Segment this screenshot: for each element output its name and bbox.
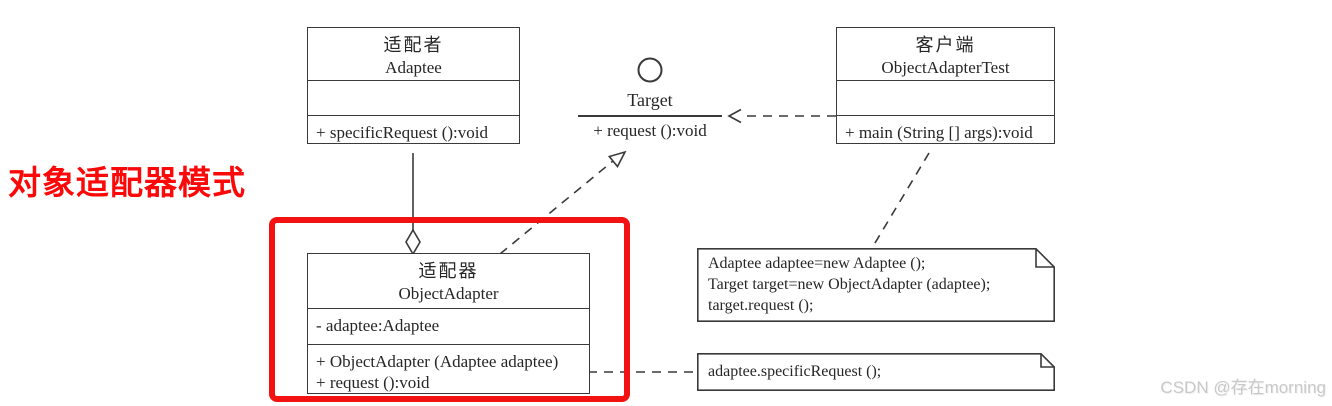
note-client-code: Adaptee adaptee=new Adaptee (); Target t… bbox=[697, 248, 1056, 322]
interface-target-method: + request ():void bbox=[593, 121, 707, 140]
method-label: + main (String [] args):void bbox=[845, 123, 1033, 142]
dependency-arrow bbox=[727, 108, 836, 124]
method-label: + specificRequest ():void bbox=[316, 123, 488, 142]
note-adapter-code: adaptee.specificRequest (); bbox=[697, 353, 1056, 392]
class-adaptee-title: 适配者 Adaptee bbox=[308, 28, 519, 81]
highlight-rectangle bbox=[269, 217, 630, 402]
class-object-adapter: 适配器 ObjectAdapter - adaptee:Adaptee + Ob… bbox=[307, 253, 590, 394]
class-object-adapter-name-en: ObjectAdapter bbox=[398, 284, 499, 303]
class-client-name-en: ObjectAdapterTest bbox=[881, 58, 1010, 77]
method-label: + ObjectAdapter (Adaptee adaptee) bbox=[316, 352, 559, 371]
interface-target-name: Target bbox=[627, 90, 673, 110]
class-client-name-cn: 客户端 bbox=[915, 35, 976, 55]
attribute-label: - adaptee:Adaptee bbox=[316, 316, 440, 335]
note-fold-icon bbox=[1040, 353, 1055, 368]
note-anchor-client bbox=[871, 152, 930, 249]
class-adaptee-methods: + specificRequest ():void bbox=[308, 116, 519, 143]
class-adaptee-name-cn: 适配者 bbox=[383, 35, 444, 55]
class-client-attributes-empty bbox=[837, 81, 1054, 116]
code-line: Target target=new ObjectAdapter (adaptee… bbox=[708, 276, 991, 293]
class-adaptee: 适配者 Adaptee + specificRequest ():void bbox=[307, 27, 520, 144]
class-object-adapter-attributes: - adaptee:Adaptee bbox=[308, 309, 589, 345]
class-adaptee-name-en: Adaptee bbox=[385, 58, 442, 77]
method-label: + request ():void bbox=[316, 373, 430, 392]
class-client: 客户端 ObjectAdapterTest + main (String [] … bbox=[836, 27, 1055, 144]
code-line: adaptee.specificRequest (); bbox=[708, 363, 882, 380]
code-line: target.request (); bbox=[708, 297, 814, 314]
note-outline bbox=[697, 353, 1056, 392]
class-object-adapter-methods: + ObjectAdapter (Adaptee adaptee) + requ… bbox=[308, 345, 589, 393]
class-object-adapter-title: 适配器 ObjectAdapter bbox=[308, 254, 589, 309]
code-line: Adaptee adaptee=new Adaptee (); bbox=[708, 255, 926, 272]
class-client-methods: + main (String [] args):void bbox=[837, 116, 1054, 143]
realization-arrowhead-icon bbox=[607, 150, 627, 168]
note-outline bbox=[697, 248, 1056, 322]
dependency-arrowhead-icon bbox=[727, 108, 742, 124]
pattern-title-label: 对象适配器模式 bbox=[8, 164, 246, 201]
note-fold-icon bbox=[1035, 248, 1055, 268]
target-lollipop-icon bbox=[637, 57, 663, 83]
note-adapter-code-text: adaptee.specificRequest (); bbox=[708, 361, 881, 382]
class-client-title: 客户端 ObjectAdapterTest bbox=[837, 28, 1054, 81]
note-client-code-text: Adaptee adaptee=new Adaptee (); Target t… bbox=[708, 253, 990, 316]
csdn-watermark: CSDN @存在morning bbox=[1160, 378, 1326, 397]
class-object-adapter-name-cn: 适配器 bbox=[418, 261, 479, 281]
class-adaptee-attributes-empty bbox=[308, 81, 519, 116]
